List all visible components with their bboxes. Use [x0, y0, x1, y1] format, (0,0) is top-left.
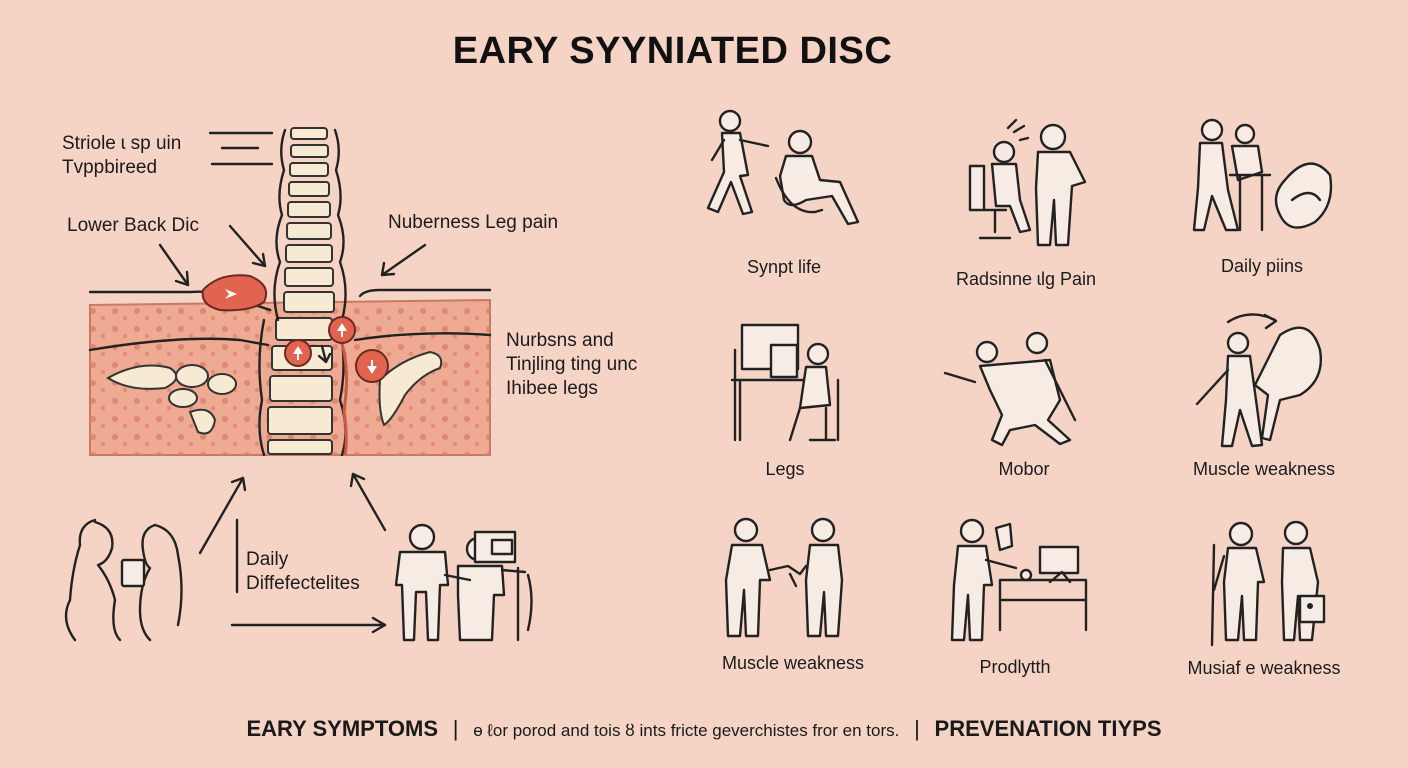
two-people-at-desk-figure — [394, 523, 533, 642]
pointer-arrows — [158, 224, 427, 634]
disc-arrow-glyphs — [225, 289, 377, 374]
caption-2: Radsinne ɩlg Pain — [955, 269, 1097, 289]
label-numbness-leg-pain: Nuberness Leg pain — [388, 212, 559, 233]
label-top-left: Striole ɩ sp uin Tvppbireed — [62, 133, 182, 178]
footer-bar: EARY SYMPTOMS | ɵ ℓor porod and tois ȣ i… — [0, 716, 1408, 742]
icon-muscle-weakness-handshake — [724, 517, 844, 638]
icon-muscle-weakness-cane — [1195, 313, 1322, 448]
caption-3: Daily piins — [1220, 256, 1304, 276]
label-lower-back: Lower Back Dic — [67, 215, 199, 236]
caption-7: Muscle weakness — [721, 653, 865, 673]
icon-walking-and-sitting — [706, 109, 860, 226]
leader-lines — [208, 131, 274, 166]
label-daily-difficulties: Daily Diffefectelites — [246, 549, 360, 594]
women-with-tablet-figure — [64, 518, 183, 642]
caption-1: Synpt life — [746, 257, 822, 277]
caption-9: Musiaf e weakness — [1187, 658, 1341, 678]
footer-divider: | — [452, 716, 459, 741]
caption-5: Mobor — [998, 459, 1050, 479]
icon-cane-and-bag — [1210, 520, 1326, 647]
icon-lifting-and-stretching — [1192, 118, 1333, 232]
icon-office-worker-and-helper — [968, 118, 1087, 247]
footer-middle-text: ɵ ℓor porod and tois ȣ ints fricte gever… — [473, 721, 900, 740]
footer-prevention-tips: PREVENATION TIYPS — [934, 716, 1162, 741]
caption-6: Muscle weakness — [1192, 459, 1336, 479]
icon-assisted-movement — [943, 331, 1077, 447]
bone-fragments — [106, 350, 443, 435]
footer-divider: | — [914, 716, 920, 741]
icon-desk-computer — [730, 323, 840, 442]
footer-early-symptoms: EARY SYMPTOMS — [246, 716, 439, 741]
label-numbness-tingling: Nurbsns and Tinjling ting unc Ihibee leg… — [506, 330, 638, 399]
caption-4: Legs — [765, 459, 805, 479]
caption-8: Prodlytth — [979, 657, 1051, 677]
icon-productivity-desk — [950, 518, 1088, 642]
page-title: EARY SYYNIATED DISC — [452, 30, 893, 72]
